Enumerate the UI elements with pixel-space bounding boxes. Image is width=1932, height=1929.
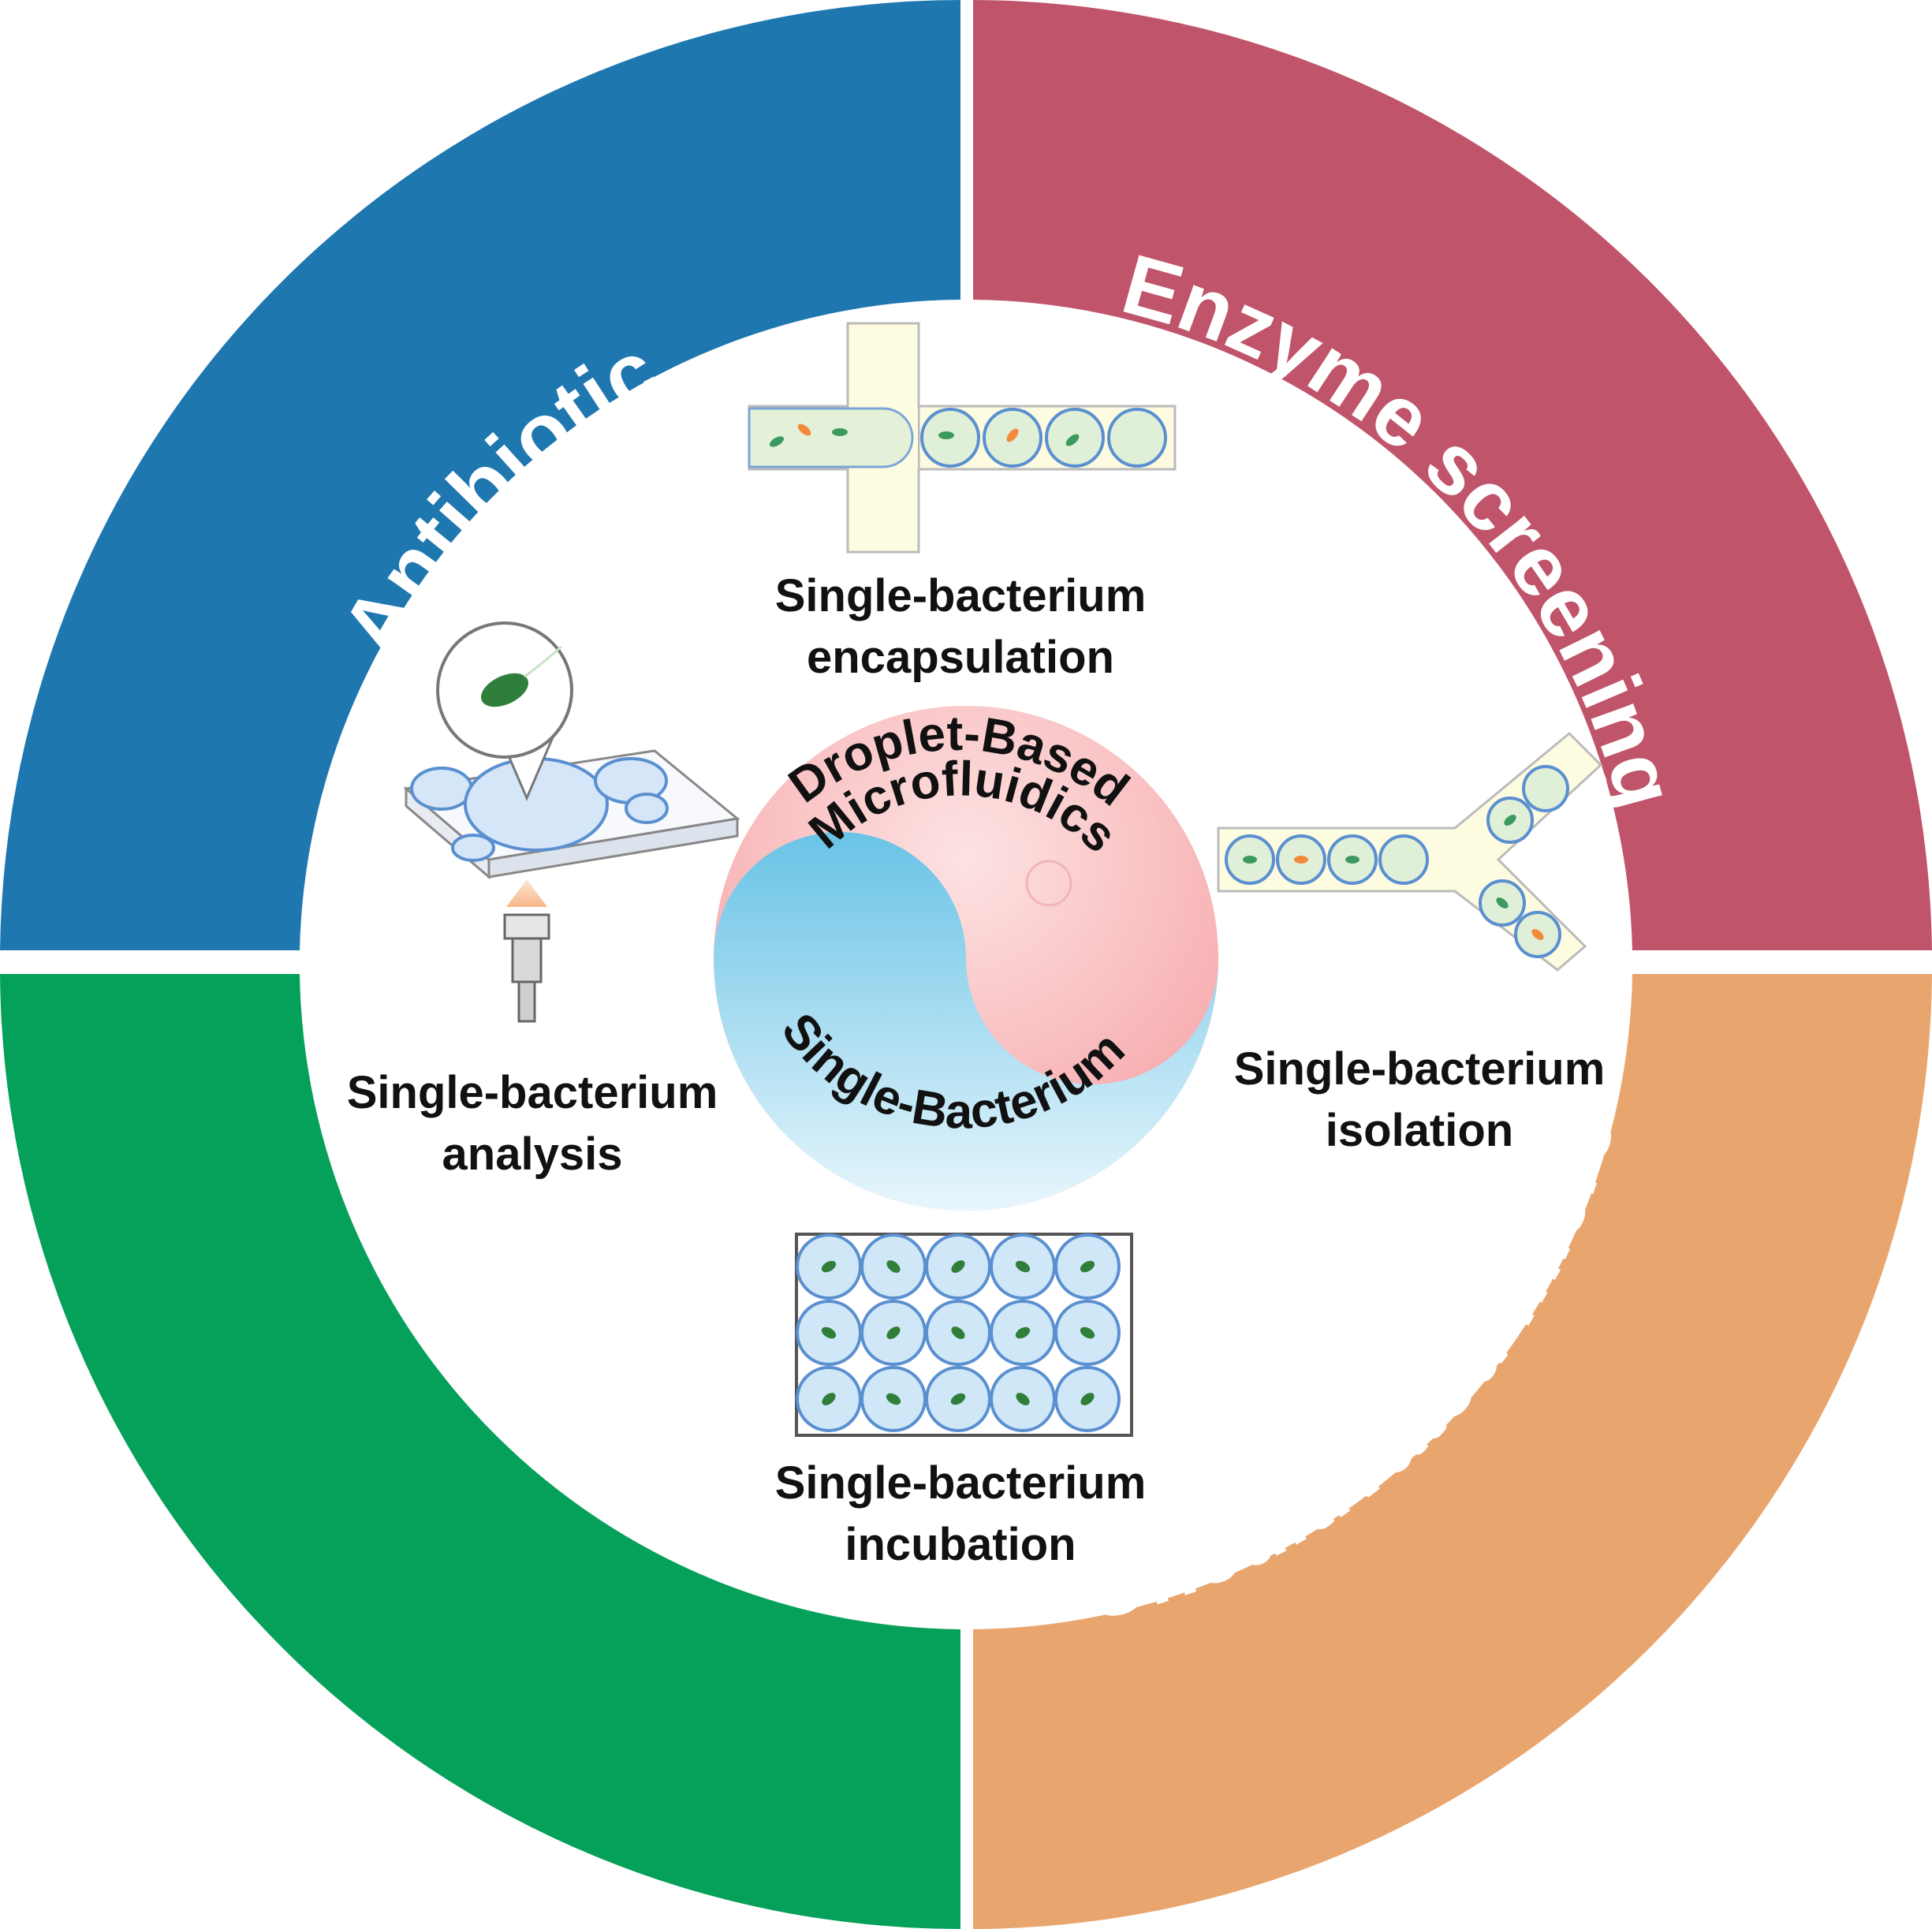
encapsulation-illustration xyxy=(748,322,1177,554)
encapsulation-label-line2: encapsulation xyxy=(807,632,1114,683)
isolation-label-line2: isolation xyxy=(1326,1105,1513,1156)
incubation-label-line1: Single-bacterium xyxy=(775,1457,1147,1509)
analysis-label-line1: Single-bacterium xyxy=(347,1067,718,1118)
quadrant-microbial xyxy=(0,974,960,1929)
isolation-label-line1: Single-bacterium xyxy=(1234,1043,1606,1095)
encapsulation-label-line1: Single-bacterium xyxy=(775,570,1147,621)
quadrant-antibiotic xyxy=(0,0,960,950)
incubation-illustration xyxy=(795,1233,1133,1437)
incubation-label-line2: incubation xyxy=(845,1519,1076,1570)
isolation-illustration xyxy=(1217,731,1603,972)
center-yin-yang xyxy=(714,706,1218,1211)
quadrant-enzyme xyxy=(973,0,1932,950)
analysis-label-line2: analysis xyxy=(442,1129,623,1180)
quadrant-uncultivated xyxy=(973,974,1932,1929)
analysis-illustration xyxy=(403,621,740,1023)
